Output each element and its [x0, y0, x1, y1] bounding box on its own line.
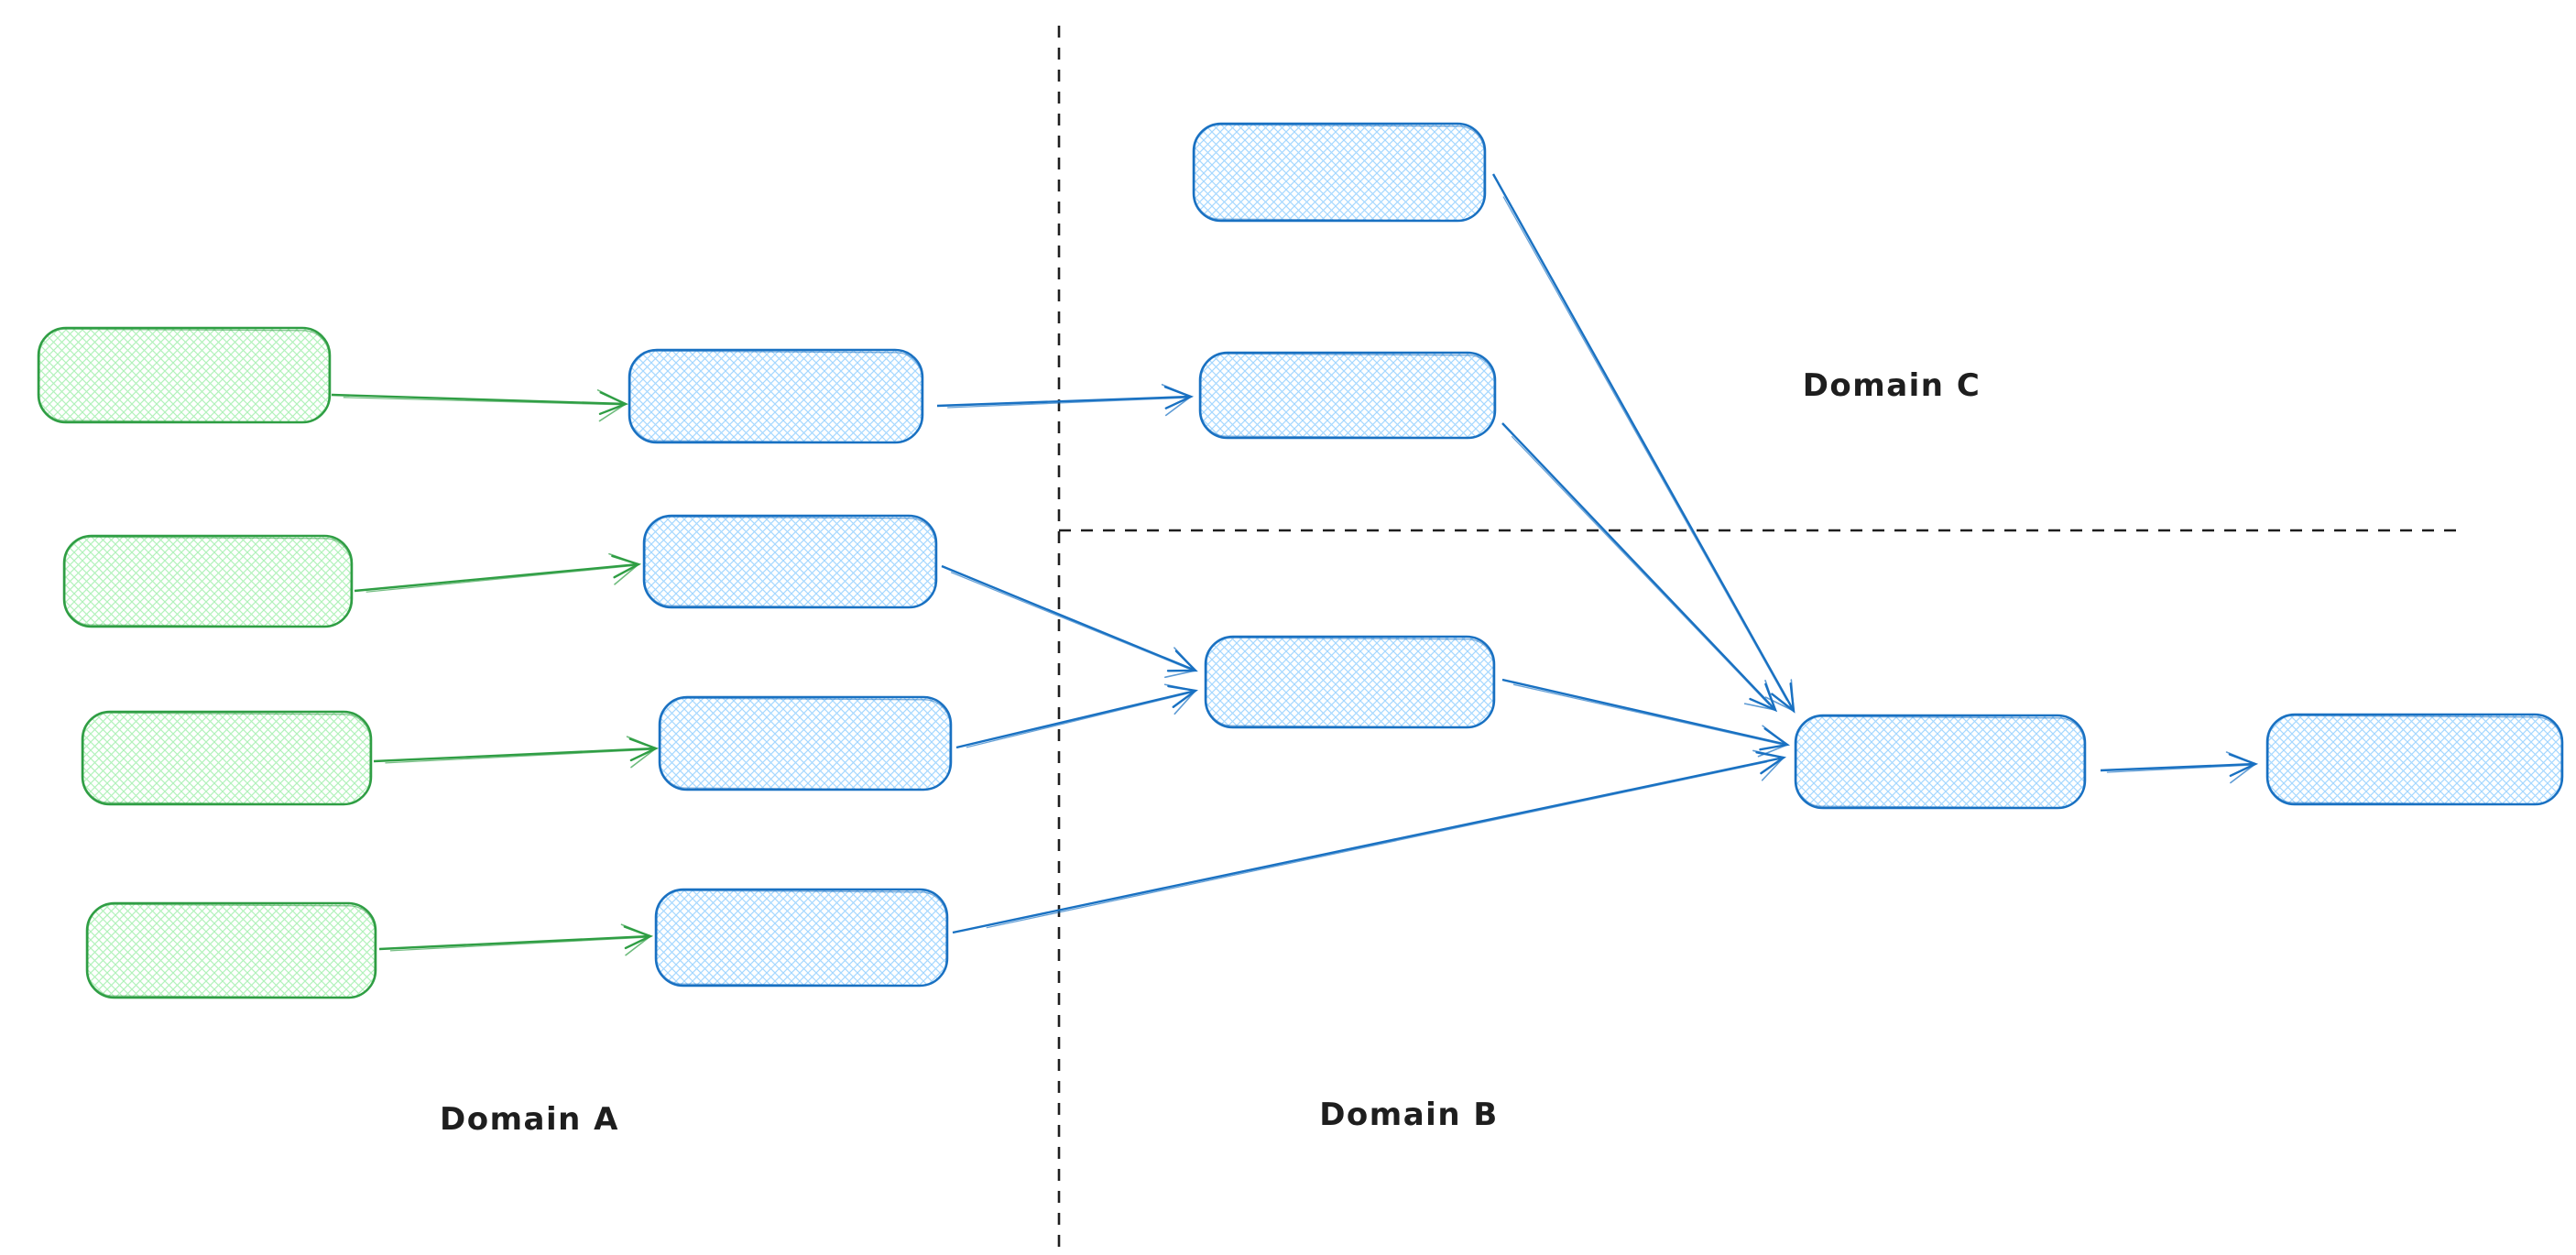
node-domain-c-box-2[interactable]: [1198, 351, 1497, 440]
domain-b-label[interactable]: Domain B: [1319, 1097, 1499, 1133]
node-domain-b-box-2[interactable]: [1794, 714, 2087, 810]
domain-a-label[interactable]: Domain A: [440, 1101, 619, 1138]
arrow-a2[interactable]: [354, 551, 642, 593]
node-domain-a-source-4[interactable]: [85, 901, 377, 999]
arrow-b1[interactable]: [936, 382, 1195, 417]
arrow-b5[interactable]: [1491, 173, 1796, 714]
node-domain-a-target-1[interactable]: [628, 348, 924, 444]
arrow-b2[interactable]: [941, 564, 1198, 679]
node-domain-a-target-3[interactable]: [658, 695, 953, 791]
node-domain-a-source-2[interactable]: [62, 534, 354, 628]
node-domain-a-target-4[interactable]: [654, 888, 949, 988]
arrow-a3[interactable]: [373, 735, 660, 769]
arrow-a4[interactable]: [378, 922, 654, 956]
node-domain-c-box-1[interactable]: [1192, 122, 1487, 223]
arrow-b3[interactable]: [955, 682, 1198, 749]
arrow-b6[interactable]: [1501, 422, 1778, 713]
domain-c-label[interactable]: Domain C: [1802, 367, 1981, 404]
arrow-b4[interactable]: [952, 748, 1787, 934]
node-domain-b-box-3[interactable]: [2265, 713, 2564, 806]
node-domain-a-target-2[interactable]: [642, 514, 938, 609]
node-domain-a-source-3[interactable]: [81, 710, 373, 806]
arrow-a1[interactable]: [331, 387, 629, 422]
arrow-b8[interactable]: [2100, 749, 2259, 784]
arrow-b7[interactable]: [1501, 678, 1791, 758]
node-domain-a-source-1[interactable]: [37, 326, 332, 424]
node-domain-b-box-1[interactable]: [1204, 635, 1496, 729]
